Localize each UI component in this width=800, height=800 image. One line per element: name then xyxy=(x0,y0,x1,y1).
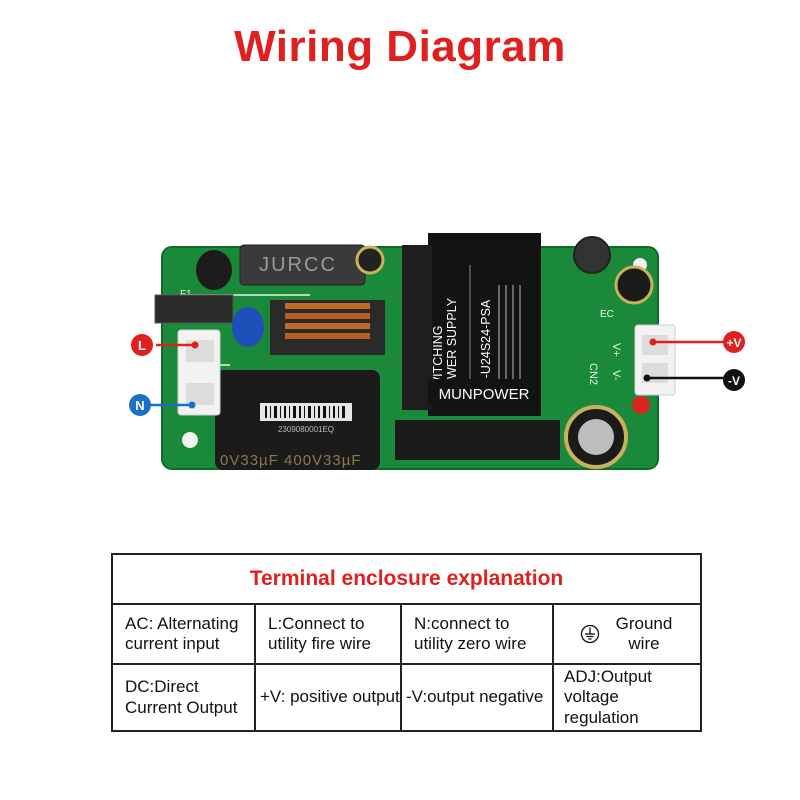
module-line2: POWER SUPPLY xyxy=(445,297,459,397)
cell-ac: AC: Alternating current input xyxy=(113,605,256,663)
cell-ground: Ground wire xyxy=(554,605,700,663)
table-heading: Terminal enclosure explanation xyxy=(113,555,700,605)
heatsink-strip xyxy=(395,420,560,460)
silk-serial: 2309080001EQ xyxy=(278,425,334,434)
minus-v-label: -V xyxy=(728,374,740,388)
plus-v-badge xyxy=(723,331,745,353)
small-capacitor xyxy=(355,245,385,275)
module-fine-print xyxy=(498,285,521,400)
n-badge xyxy=(129,394,151,416)
silk-inductor: JURCC xyxy=(259,254,337,276)
n-label: N xyxy=(135,398,144,413)
copper-windings xyxy=(285,303,370,339)
table-row: DC:Direct Current Output +V: positive ou… xyxy=(113,665,700,730)
thermistor xyxy=(196,250,232,290)
silk-cn2: CN2 xyxy=(587,363,599,385)
silk-v-plus: V+ xyxy=(610,343,622,357)
fuse xyxy=(154,294,234,324)
cell-minus-v: -V:output negative xyxy=(402,665,554,730)
module-model: MP-U24S24-PSA xyxy=(479,299,493,397)
cell-adj: ADJ:Output voltage regulation xyxy=(564,666,652,727)
plus-v-label: +V xyxy=(726,336,741,350)
l-label: L xyxy=(138,338,146,353)
l-badge xyxy=(131,334,153,356)
barcode xyxy=(265,406,345,418)
table-row: AC: Alternating current input L:Connect … xyxy=(113,605,700,665)
silk-ec: EC xyxy=(600,309,614,320)
cell-plus-v: +V: positive output xyxy=(256,665,402,730)
page-title: Wiring Diagram xyxy=(234,22,566,71)
power-supply-board-diagram: F1 JURCC 2309080001EQ 0V33µF 40 xyxy=(120,225,760,490)
ground-icon xyxy=(580,624,600,644)
transformer xyxy=(402,245,432,410)
ground-text: Ground wire xyxy=(615,613,673,653)
output-capacitor-2 xyxy=(614,265,654,305)
mounting-hole xyxy=(182,432,198,448)
silk-v-minus: V- xyxy=(610,370,622,381)
output-capacitor xyxy=(573,236,611,274)
power-led xyxy=(632,396,650,414)
minus-v-badge xyxy=(723,369,745,391)
y-capacitor xyxy=(232,307,264,347)
silk-cap-text: 0V33µF 400V33µF xyxy=(220,452,362,469)
cell-l: L:Connect to utility fire wire xyxy=(256,605,402,663)
terminal-explanation-table: Terminal enclosure explanation AC: Alter… xyxy=(111,553,702,732)
cell-n: N:connect to utility zero wire xyxy=(402,605,554,663)
cell-dc: DC:Direct Current Output xyxy=(113,665,256,730)
brand-band xyxy=(428,379,541,405)
module-brand: MUNPOWER xyxy=(439,386,530,403)
